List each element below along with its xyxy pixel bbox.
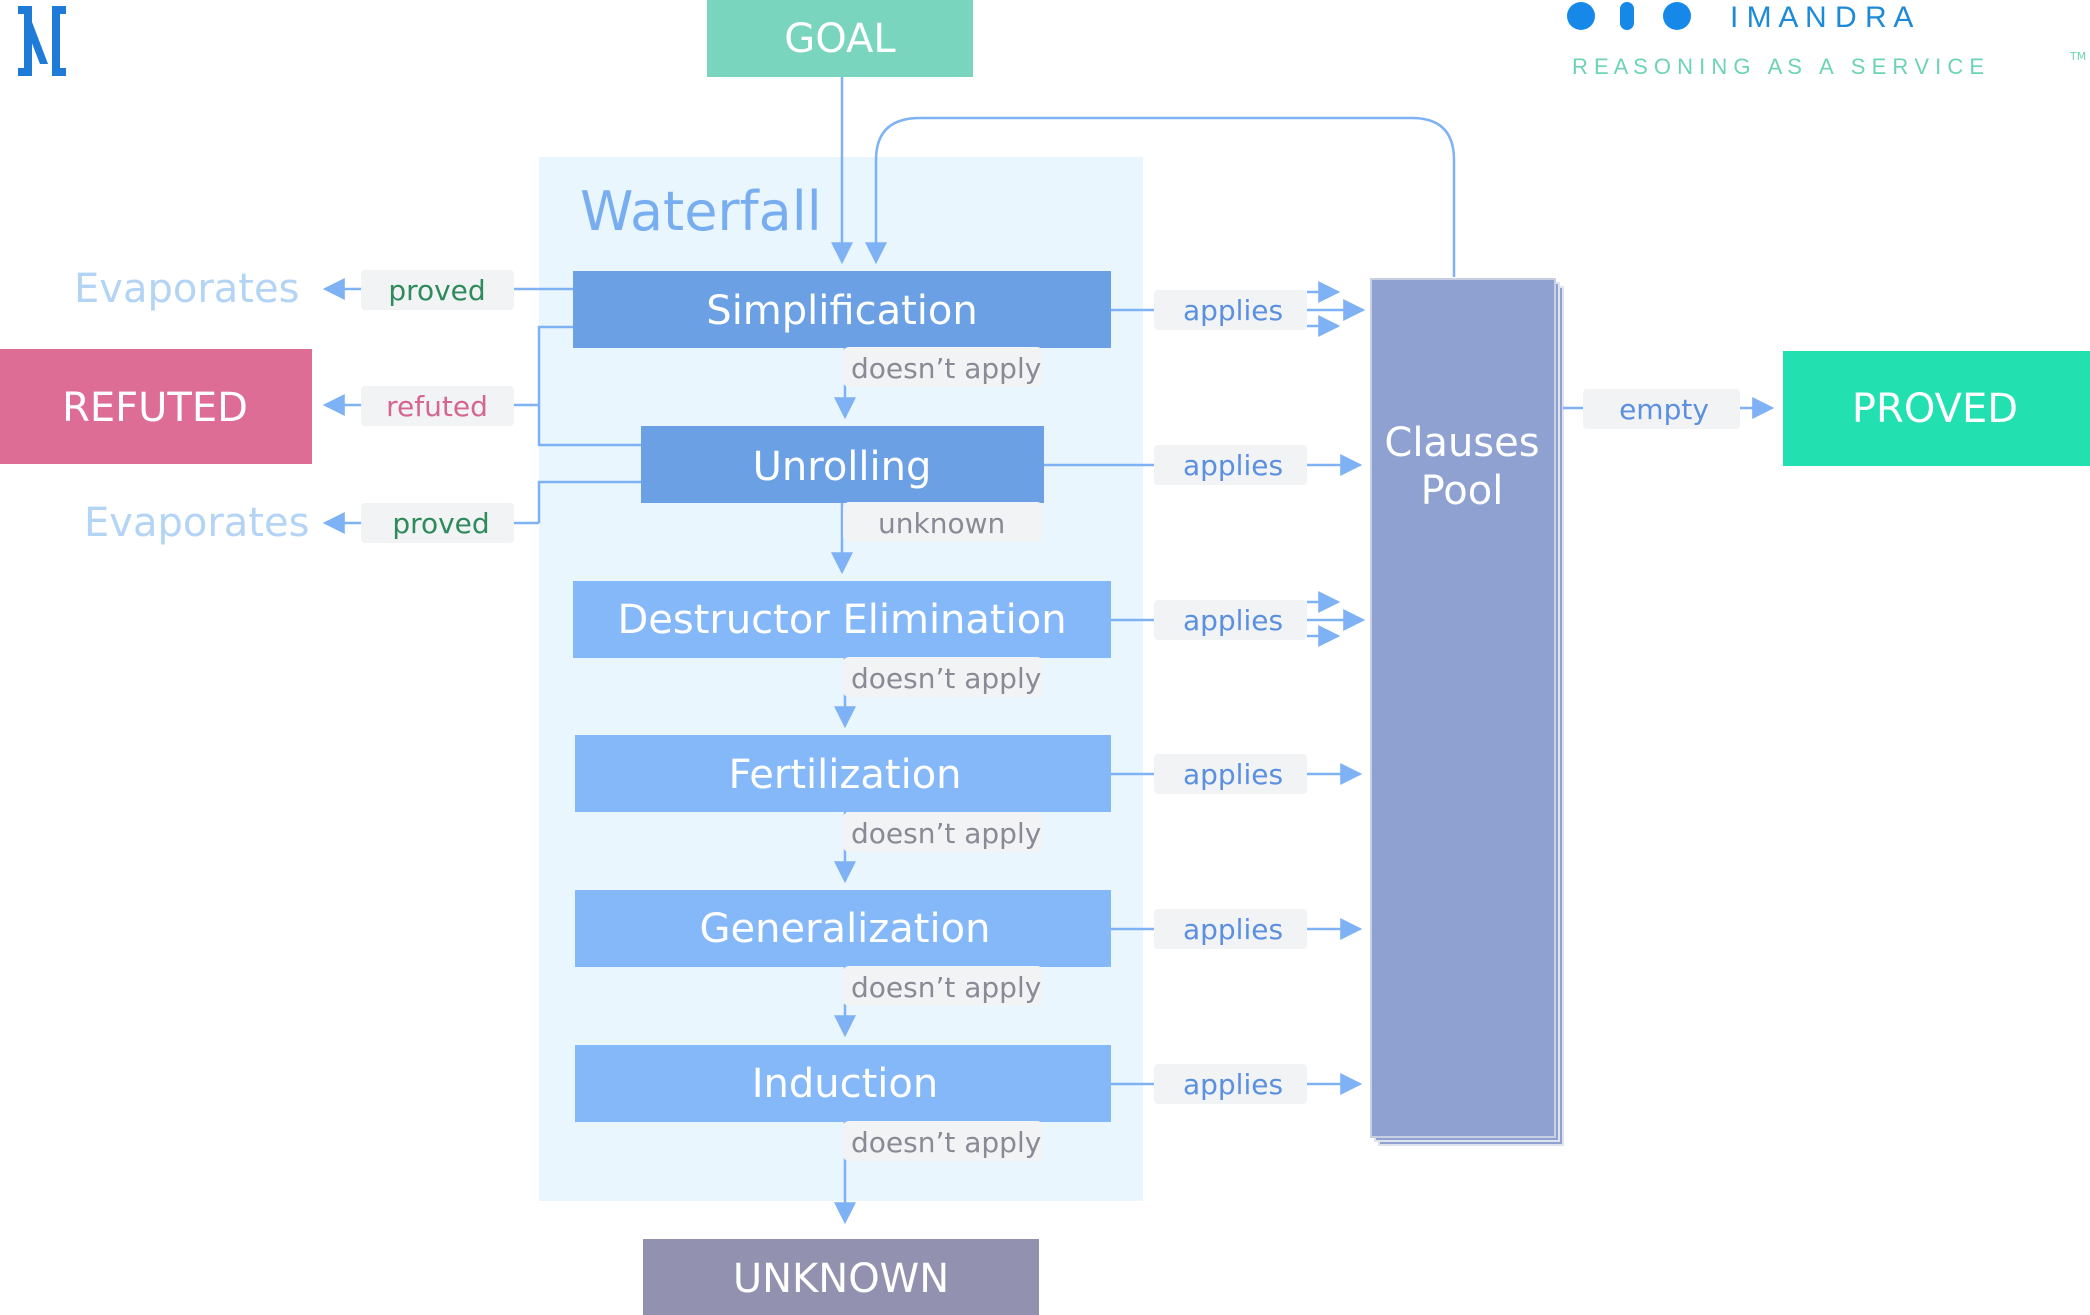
left-label-bg-2	[361, 386, 514, 426]
stage-unrolling	[641, 426, 1044, 503]
pool-feedback-arrow	[865, 116, 1456, 277]
stage-destructor-elimination-label: Destructor Elimination	[617, 597, 1066, 643]
down-label-bg-6	[843, 1121, 1043, 1161]
down-label-bg-3	[843, 657, 1043, 697]
refuted-connector	[537, 325, 641, 447]
applies-label-bg-1	[1154, 290, 1307, 330]
applies-label-bg-5	[1154, 909, 1307, 949]
trademark-mark: TM	[2069, 50, 2086, 63]
down-label-3: doesn’t apply	[851, 662, 1041, 695]
applies-label-3: applies	[1183, 604, 1283, 637]
applies-label-bg-4	[1154, 754, 1307, 794]
goal-node	[707, 0, 973, 77]
stage-destructor-elimination	[573, 581, 1111, 658]
left-label-bg-1	[361, 270, 514, 310]
unknown-node	[643, 1239, 1039, 1315]
stage-induction-label: Induction	[752, 1061, 939, 1107]
evaporates-2: Evaporates	[84, 500, 309, 546]
down-label-bg-2	[843, 502, 1043, 542]
applies-label-bg-3	[1154, 600, 1307, 640]
refuted-node	[0, 349, 312, 464]
brand-dots-icon	[1567, 2, 1691, 30]
empty-label: empty	[1619, 393, 1709, 426]
applies-label-2: applies	[1183, 449, 1283, 482]
evaporates-1: Evaporates	[74, 266, 299, 312]
left-label-3: proved	[392, 507, 489, 540]
stage-generalization-label: Generalization	[700, 906, 991, 952]
clauses-pool	[1370, 278, 1564, 1146]
stage-induction	[575, 1045, 1111, 1122]
unknown-label: UNKNOWN	[733, 1256, 949, 1302]
brand-tagline: R E A S O N I N G A S A S E R V I C E	[1572, 54, 1984, 79]
stage-simplification-label: Simplification	[706, 288, 977, 334]
stage-fertilization	[575, 735, 1111, 812]
brand-name: I M A N D R A	[1730, 1, 1913, 34]
down-label-bg-4	[843, 812, 1043, 852]
down-label-1: doesn’t apply	[851, 352, 1041, 385]
stage-generalization	[575, 890, 1111, 967]
proved-node	[1783, 351, 2090, 466]
empty-label-bg	[1583, 389, 1740, 429]
refuted-label: REFUTED	[62, 385, 248, 431]
left-label-1: proved	[388, 274, 485, 307]
applies-label-1: applies	[1183, 294, 1283, 327]
applies-label-5: applies	[1183, 913, 1283, 946]
down-label-bg-5	[843, 966, 1043, 1006]
goal-label: GOAL	[784, 16, 896, 62]
stage-fertilization-label: Fertilization	[728, 752, 961, 798]
applies-label-4: applies	[1183, 758, 1283, 791]
left-label-bg-3	[361, 503, 514, 543]
applies-label-bg-6	[1154, 1064, 1307, 1104]
left-connector-3	[537, 480, 641, 523]
down-label-5: doesn’t apply	[851, 971, 1041, 1004]
down-label-bg-1	[843, 347, 1043, 387]
imandra-bracket-icon	[18, 6, 66, 76]
clauses-pool-label-line2: Pool	[1421, 468, 1504, 514]
clauses-pool-label-line1: Clauses	[1384, 420, 1539, 466]
proved-label: PROVED	[1852, 386, 2018, 432]
applies-group: applies applies applies applies applies …	[1044, 281, 1366, 1104]
waterfall-title: Waterfall	[580, 180, 822, 243]
applies-label-6: applies	[1183, 1068, 1283, 1101]
left-label-2: refuted	[386, 390, 488, 423]
down-label-2: unknown	[878, 507, 1005, 540]
applies-label-bg-2	[1154, 445, 1307, 485]
down-label-6: doesn’t apply	[851, 1126, 1041, 1159]
stage-simplification	[573, 271, 1111, 348]
down-label-4: doesn’t apply	[851, 817, 1041, 850]
stage-unrolling-label: Unrolling	[753, 444, 932, 490]
